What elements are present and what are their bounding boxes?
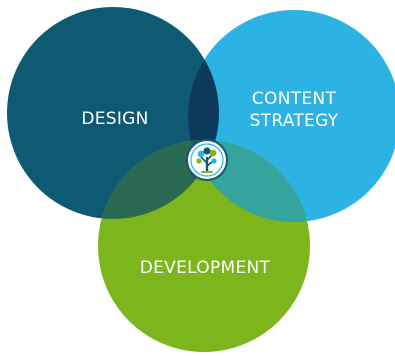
development-label: DEVELOPMENT [140, 258, 271, 278]
overlap-design-development [98, 140, 219, 219]
content-label-line2: STRATEGY [250, 111, 339, 131]
content-label-line1: CONTENT [252, 89, 337, 109]
tree-logo-icon [186, 139, 228, 181]
overlap-content-development [188, 140, 310, 222]
design-label: DESIGN [81, 109, 148, 129]
